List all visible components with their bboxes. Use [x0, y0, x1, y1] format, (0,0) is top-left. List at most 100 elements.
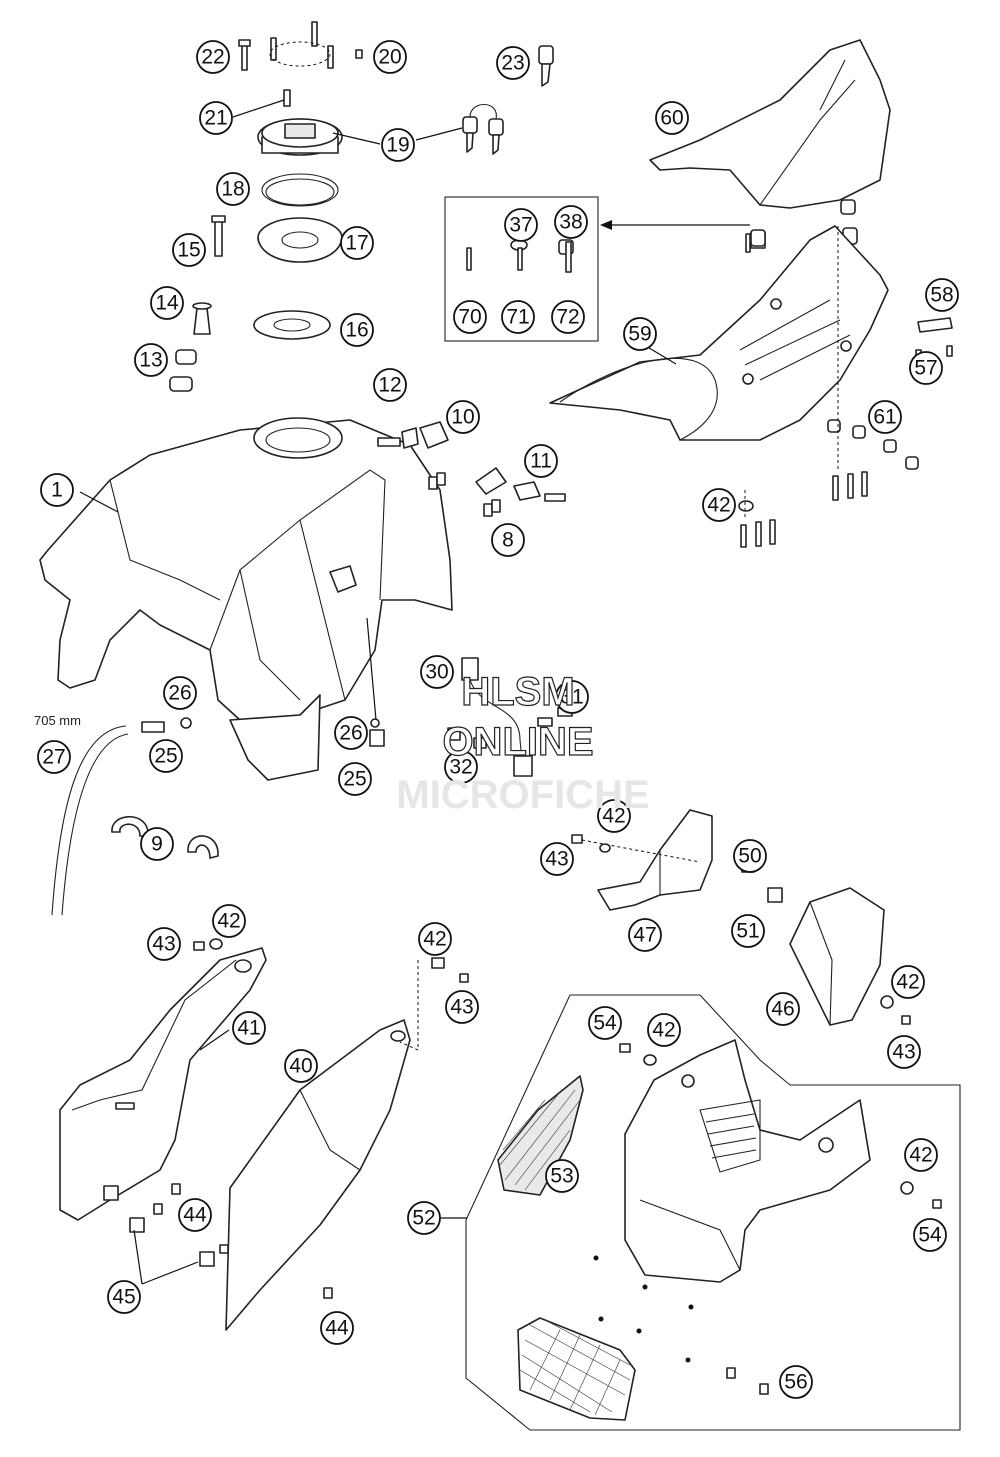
- svg-text:22: 22: [201, 46, 224, 69]
- callout-37: 37: [504, 208, 538, 242]
- callout-61: 61: [868, 400, 902, 434]
- svg-text:42: 42: [707, 494, 730, 517]
- svg-text:23: 23: [501, 52, 524, 75]
- callout-41: 41: [232, 1011, 266, 1045]
- callout-42: 42: [702, 488, 736, 522]
- callout-44: 44: [178, 1198, 212, 1232]
- svg-text:14: 14: [155, 292, 179, 315]
- svg-text:44: 44: [183, 1204, 207, 1227]
- callout-70: 70: [453, 300, 487, 334]
- seat-nuts-and-screws: [738, 226, 919, 548]
- callout-71: 71: [501, 300, 535, 334]
- callout-46: 46: [766, 992, 800, 1026]
- svg-text:31: 31: [560, 686, 583, 709]
- callout-32: 32: [444, 750, 478, 784]
- parts-inset-box: [444, 196, 750, 342]
- airbox-inset-outline: [465, 994, 961, 1431]
- callout-72: 72: [551, 300, 585, 334]
- svg-text:43: 43: [545, 848, 568, 871]
- callout-54: 54: [588, 1006, 622, 1040]
- svg-text:41: 41: [237, 1017, 260, 1040]
- filler-cap: [257, 118, 343, 156]
- callout-42: 42: [647, 1013, 681, 1047]
- callout-16: 16: [340, 313, 374, 347]
- callout-59: 59: [623, 317, 657, 351]
- svg-text:72: 72: [556, 306, 579, 329]
- svg-text:42: 42: [909, 1144, 932, 1167]
- svg-text:11: 11: [530, 450, 552, 473]
- callout-25: 25: [149, 739, 183, 773]
- callout-58: 58: [925, 278, 959, 312]
- callout-60: 60: [655, 101, 689, 135]
- svg-text:42: 42: [423, 928, 446, 951]
- callout-15: 15: [172, 233, 206, 267]
- svg-text:25: 25: [343, 768, 366, 791]
- svg-text:9: 9: [151, 833, 163, 856]
- svg-text:40: 40: [289, 1055, 312, 1078]
- callout-10: 10: [446, 400, 480, 434]
- svg-text:46: 46: [771, 998, 794, 1021]
- seat-base-frame: [549, 225, 889, 441]
- flange-seal: [253, 310, 331, 340]
- svg-text:MICROFICHE: MICROFICHE: [396, 773, 649, 817]
- callout-21: 21: [199, 101, 233, 135]
- rubber-bushings: [169, 302, 212, 392]
- svg-text:42: 42: [652, 1019, 675, 1042]
- fuel-tank: [39, 417, 453, 781]
- svg-text:47: 47: [633, 924, 656, 947]
- panel-fasteners: [129, 938, 469, 1299]
- callout-43: 43: [147, 927, 181, 961]
- hose-length-label: 705 mm: [34, 713, 81, 728]
- callout-1: 1: [40, 473, 74, 507]
- side-panel-41: [59, 947, 267, 1221]
- filler-cap-screws: [238, 21, 363, 107]
- callout-8: 8: [491, 523, 525, 557]
- ignition-keys: [462, 45, 554, 155]
- svg-text:71: 71: [506, 306, 529, 329]
- svg-text:45: 45: [112, 1286, 135, 1309]
- callout-52: 52: [407, 1201, 441, 1235]
- air-filter: [497, 1075, 584, 1196]
- svg-text:ONLINE: ONLINE: [442, 720, 593, 764]
- seat: [649, 39, 891, 209]
- svg-text:43: 43: [892, 1041, 915, 1064]
- svg-text:58: 58: [930, 284, 953, 307]
- svg-text:70: 70: [458, 306, 481, 329]
- svg-text:52: 52: [412, 1207, 435, 1230]
- svg-text:25: 25: [154, 745, 177, 768]
- fuel-hose: [51, 617, 385, 916]
- callout-54: 54: [913, 1218, 947, 1252]
- callout-22: 22: [196, 40, 230, 74]
- svg-text:38: 38: [559, 211, 582, 234]
- callout-43: 43: [540, 842, 574, 876]
- svg-text:56: 56: [784, 1371, 807, 1394]
- svg-text:13: 13: [139, 349, 162, 372]
- svg-text:1: 1: [51, 479, 63, 502]
- watermark: MICROFICHE HLSM ONLINE: [396, 669, 649, 817]
- callout-40: 40: [284, 1049, 318, 1083]
- svg-text:18: 18: [221, 178, 244, 201]
- svg-text:26: 26: [339, 722, 362, 745]
- callout-42: 42: [212, 904, 246, 938]
- tank-brackets-and-bolts: [377, 421, 566, 517]
- callout-19: 19: [381, 128, 415, 162]
- svg-text:60: 60: [660, 107, 683, 130]
- svg-text:16: 16: [345, 319, 368, 342]
- callout-43: 43: [887, 1035, 921, 1069]
- callout-25: 25: [338, 762, 372, 796]
- svg-text:20: 20: [378, 46, 401, 69]
- callout-38: 38: [554, 205, 588, 239]
- airbox: [624, 1039, 871, 1283]
- svg-text:15: 15: [177, 239, 200, 262]
- svg-text:HLSM: HLSM: [461, 670, 574, 714]
- callout-18: 18: [216, 172, 250, 206]
- airbox-grille: [517, 1317, 636, 1421]
- callout-56: 56: [779, 1365, 813, 1399]
- callout-26: 26: [334, 716, 368, 750]
- tool-strap: [915, 317, 953, 361]
- svg-text:37: 37: [509, 214, 532, 237]
- callout-9: 9: [140, 827, 174, 861]
- callout-17: 17: [340, 226, 374, 260]
- callout-53: 53: [545, 1159, 579, 1193]
